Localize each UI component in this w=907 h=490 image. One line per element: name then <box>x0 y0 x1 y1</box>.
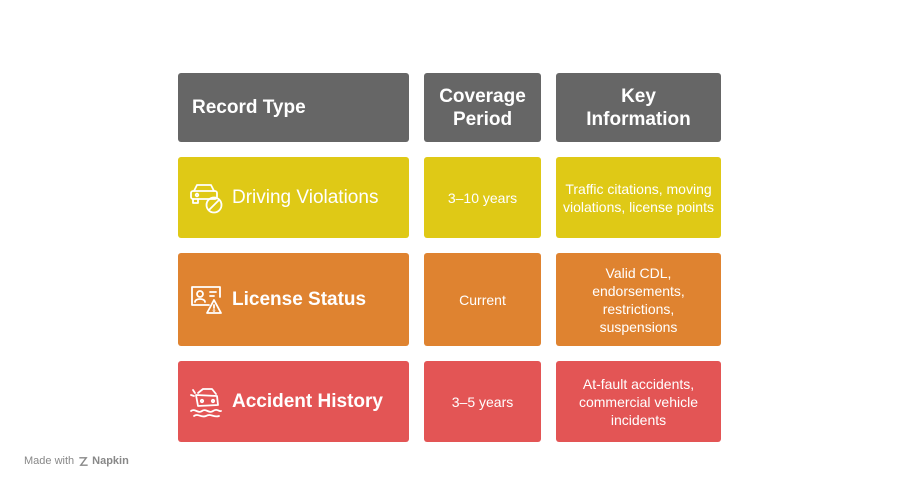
key-information-value: Traffic citations, moving violations, li… <box>563 180 714 215</box>
made-with-napkin: Made with Napkin <box>24 455 129 467</box>
key-information-value: At-fault accidents, commercial vehicle i… <box>578 375 699 428</box>
record-type-label: Driving Violations <box>232 186 379 208</box>
car-crash-icon <box>190 387 222 417</box>
key-information-cell: At-fault accidents, commercial vehicle i… <box>556 361 721 442</box>
key-information-cell: Traffic citations, moving violations, li… <box>556 157 721 238</box>
coverage-period-cell: Current <box>424 253 541 346</box>
napkin-brand-label: Napkin <box>92 455 129 467</box>
coverage-period-value: 3–10 years <box>447 189 518 206</box>
key-information-value: Valid CDL, endorsements, restrictions, s… <box>592 264 685 335</box>
header-coverage-period-label: Coverage Period <box>439 85 526 130</box>
header-coverage-period: Coverage Period <box>424 73 541 142</box>
record-type-label: Accident History <box>232 390 383 412</box>
header-record-type: Record Type <box>178 73 409 142</box>
record-type-accident-history: Accident History <box>178 361 409 442</box>
header-key-information-label: Key Information <box>586 85 691 130</box>
header-key-information: Key Information <box>556 73 721 142</box>
coverage-period-value: 3–5 years <box>451 393 514 410</box>
made-with-label: Made with <box>24 455 75 467</box>
napkin-logo-icon <box>79 456 88 466</box>
record-type-label: License Status <box>232 288 367 310</box>
coverage-period-value: Current <box>459 291 506 308</box>
record-type-license-status: License Status <box>178 253 409 346</box>
coverage-period-cell: 3–5 years <box>424 361 541 442</box>
record-type-driving-violations: Driving Violations <box>178 157 409 238</box>
license-warning-icon <box>191 285 222 314</box>
coverage-period-cell: 3–10 years <box>424 157 541 238</box>
header-record-type-label: Record Type <box>192 97 306 118</box>
key-information-cell: Valid CDL, endorsements, restrictions, s… <box>556 253 721 346</box>
car-prohibited-icon <box>190 183 223 213</box>
